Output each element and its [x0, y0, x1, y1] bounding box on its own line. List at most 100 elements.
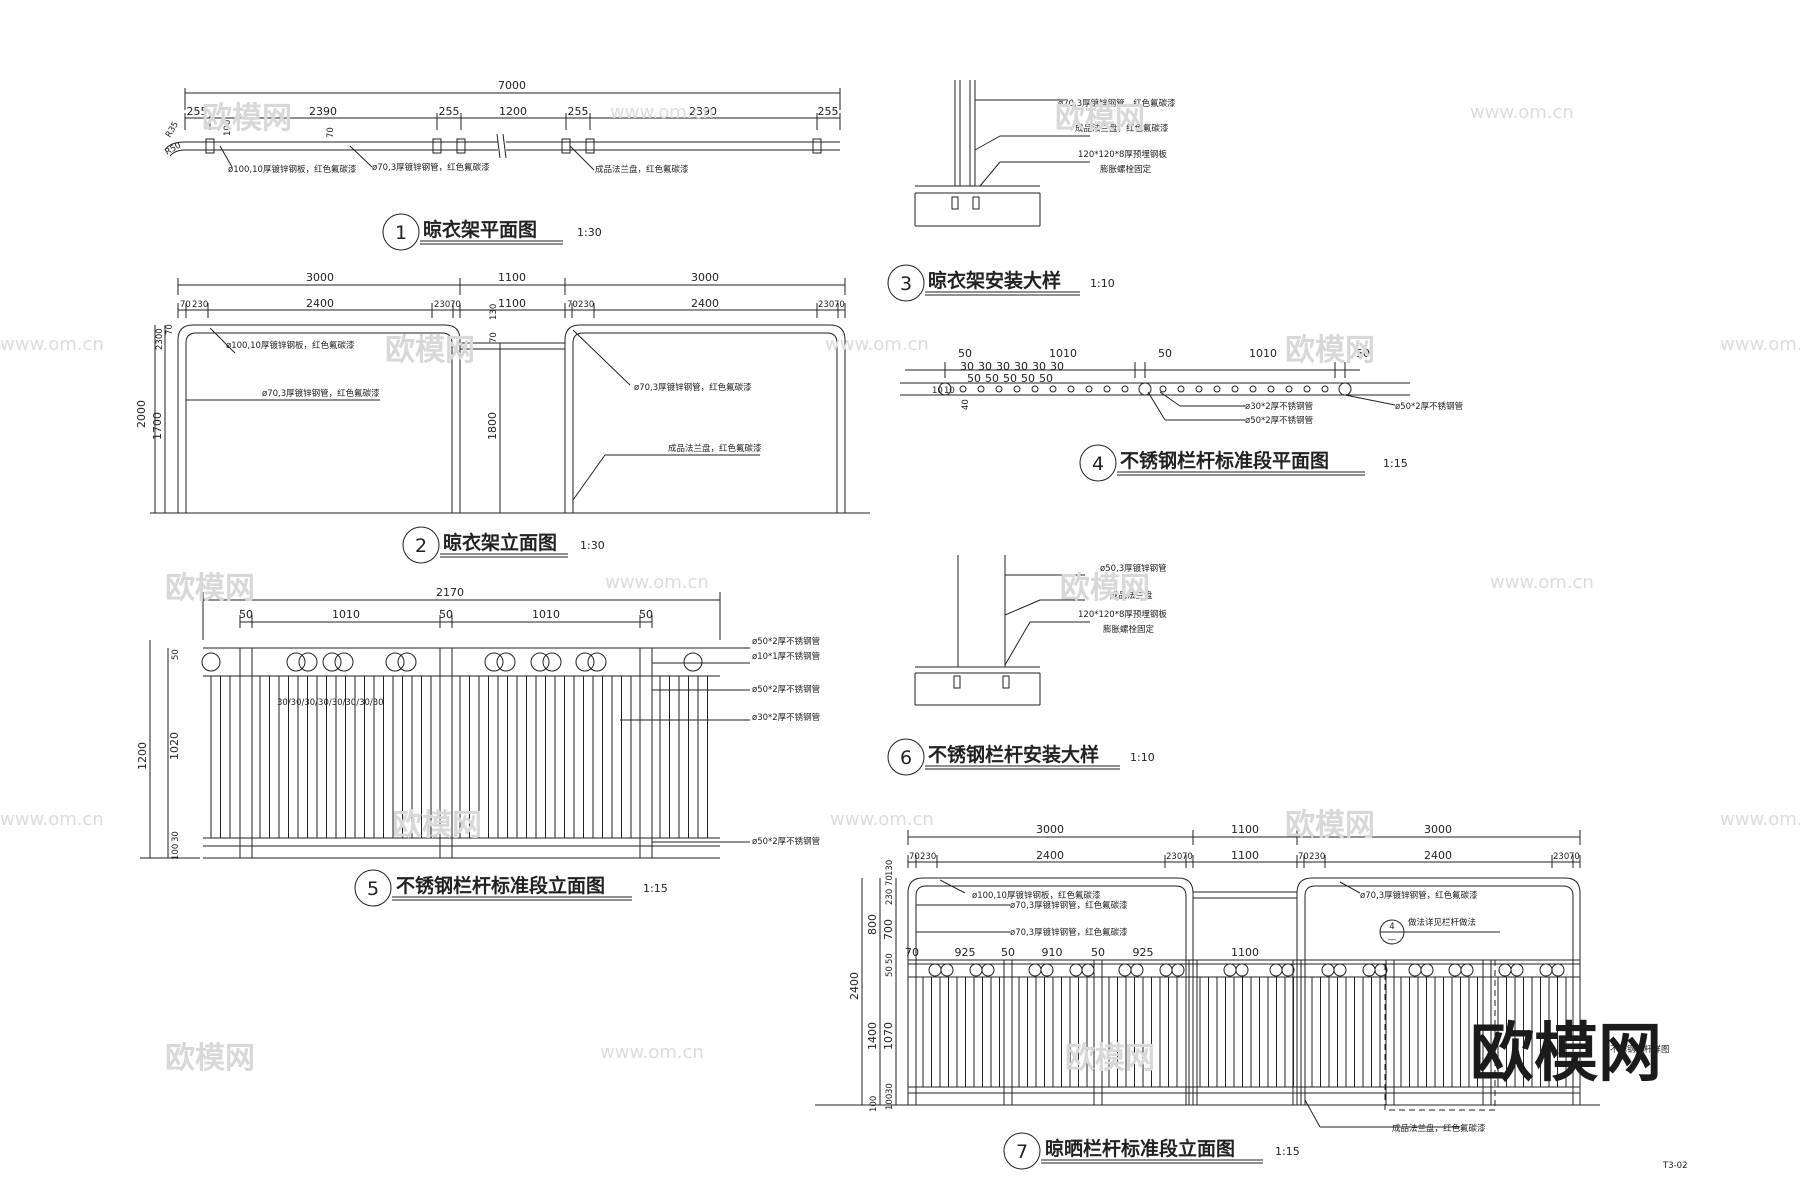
v2-left: 70: [165, 324, 175, 335]
v7-row: 925: [1133, 946, 1154, 959]
v2-top: 1100: [498, 271, 526, 284]
view4-railing-plan: [900, 362, 1410, 481]
v7-ring: [1421, 964, 1433, 976]
v7-ring: [941, 964, 953, 976]
v7-left2: 70: [885, 875, 895, 886]
v1-r35: R35: [164, 120, 181, 139]
v1-seg: 255: [439, 105, 460, 118]
v7-ring: [1363, 964, 1375, 976]
v4-note: ø30*2厚不锈钢管: [1245, 401, 1313, 412]
v7-left2: 130: [885, 860, 895, 876]
v7-sub: 230: [1309, 852, 1325, 862]
watermark-url: www.om.cn: [825, 334, 929, 355]
watermark-brand: 欧模网: [165, 1041, 255, 1076]
v2-sub: 1100: [498, 297, 526, 310]
v2-mid: 70: [489, 332, 499, 343]
v2-left: 1700: [151, 412, 164, 440]
watermark-brand: 欧模网: [165, 571, 255, 606]
v2-sub: 230: [818, 300, 834, 310]
v7-sub: 70: [909, 852, 920, 862]
v4-bar-dot: [1286, 386, 1292, 392]
v4-top: 1010: [1049, 347, 1077, 360]
v4-sub: 30: [1014, 360, 1028, 373]
watermark-url: www.om.cn: [0, 809, 104, 830]
v3-number: 3: [900, 273, 912, 295]
v5-number: 5: [367, 878, 379, 900]
v7-scale: 1:15: [1275, 1145, 1300, 1158]
v7-sub: 230: [1553, 852, 1569, 862]
watermark-brand: 欧模网: [1285, 333, 1375, 368]
v1-seg: 255: [568, 105, 589, 118]
v4-bar-dot: [1214, 386, 1220, 392]
watermark-url: www.om.cn: [0, 334, 104, 355]
v2-left: 2300: [155, 328, 165, 350]
v4-top: 1010: [1249, 347, 1277, 360]
v1-seg: 255: [187, 105, 208, 118]
watermark-url: www.om.cn: [610, 102, 714, 123]
v2-sub: 70: [567, 300, 578, 310]
v2-sub: 70: [450, 300, 461, 310]
watermark-brand: 欧模网: [202, 101, 292, 136]
v1-d70: 70: [326, 127, 336, 138]
v7-note: 不锈钢栏杆详图: [1610, 1044, 1670, 1055]
view6-detail: [888, 555, 1120, 775]
watermark: 欧模网 www.om.cn 欧模网 www.om.cn www.om.cn 欧模…: [0, 101, 1800, 1091]
v6-title: 不锈钢栏杆安装大样: [928, 743, 1099, 766]
v6-number: 6: [900, 747, 912, 769]
v7-top: 1100: [1231, 823, 1259, 836]
v3-title: 晾衣架安装大样: [928, 269, 1061, 292]
v5-top: 50: [239, 608, 253, 621]
v7-left: 100: [869, 1096, 879, 1112]
v3-note: 成品法兰盘，红色氟碳漆: [1075, 123, 1169, 134]
v5-left: 100: [171, 844, 181, 860]
v4-bar-dot: [1068, 386, 1074, 392]
v5-ring: [684, 653, 702, 671]
v7-ring: [1270, 964, 1282, 976]
v7-ring: [1334, 964, 1346, 976]
v2-sub: 230: [434, 300, 450, 310]
view1-plan: [165, 88, 840, 250]
view7-elevation: [815, 830, 1600, 1169]
v6-scale: 1:10: [1130, 751, 1155, 764]
v1-r50: R50: [164, 141, 183, 158]
v4-bar-dot: [1304, 386, 1310, 392]
v4-bar-dot: [1322, 386, 1328, 392]
v4-sub2: 50: [1039, 372, 1053, 385]
view3-detail: [888, 80, 1090, 301]
v1-seg: 2390: [689, 105, 717, 118]
watermark-url: www.om.cn: [1720, 809, 1800, 830]
v3-note: 120*120*8厚预埋钢板: [1078, 149, 1167, 160]
v4-bar-dot: [1160, 386, 1166, 392]
v4-top: 50: [958, 347, 972, 360]
v2-note: ø70,3厚镀锌钢管，红色氟碳漆: [634, 382, 752, 393]
v4-bar-dot: [1232, 386, 1238, 392]
v7-left2: 700: [882, 919, 895, 940]
watermark-url: www.om.cn: [605, 572, 709, 593]
v1-seg: 1200: [499, 105, 527, 118]
v1-title: 晾衣架平面图: [423, 218, 537, 241]
v4-bar-dot: [996, 386, 1002, 392]
v4-sub2: 50: [967, 372, 981, 385]
v7-ring: [970, 964, 982, 976]
v6-note: 膨胀螺栓固定: [1103, 624, 1155, 635]
v5-ring: [497, 653, 515, 671]
v7-left2: 100: [885, 1094, 895, 1110]
v7-left2: 50: [885, 966, 895, 977]
v4-bar-dot: [1032, 386, 1038, 392]
v4-left: 40: [961, 399, 971, 410]
v1-note: ø100,10厚镀锌钢板，红色氟碳漆: [228, 164, 357, 175]
v2-note: ø100,10厚镀锌钢板，红色氟碳漆: [226, 340, 355, 351]
v4-sub2: 50: [1003, 372, 1017, 385]
v7-ring: [1119, 964, 1131, 976]
brand-logo-text: 欧模网: [1470, 1017, 1662, 1091]
v5-ring: [299, 653, 317, 671]
v5-ring: [335, 653, 353, 671]
v4-bar-dot: [1250, 386, 1256, 392]
v2-mid: 1800: [486, 412, 499, 440]
v7-left: 800: [866, 914, 879, 935]
v7-sub: 70: [1298, 852, 1309, 862]
v7-callout-bot: —: [1388, 935, 1397, 945]
view5-railing-elevation: [140, 592, 750, 906]
v4-left: 10: [944, 386, 955, 396]
